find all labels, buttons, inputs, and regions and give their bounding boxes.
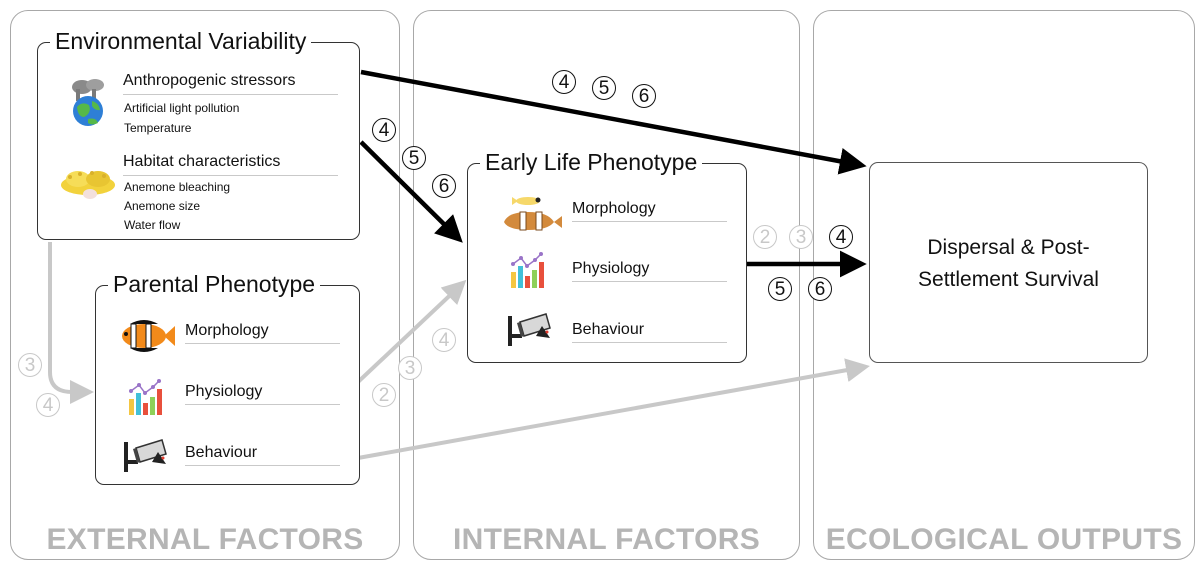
larval-fish-icon bbox=[498, 192, 564, 237]
number-badge: 5 bbox=[768, 277, 792, 301]
divider bbox=[572, 281, 727, 282]
camera-icon bbox=[122, 436, 168, 481]
number-badge: 5 bbox=[592, 76, 616, 100]
habitat-item: Water flow bbox=[124, 218, 181, 232]
number-badge: 6 bbox=[632, 84, 656, 108]
camera-icon bbox=[506, 310, 552, 355]
polluted-earth-icon bbox=[62, 77, 114, 134]
habitat-item: Anemone bleaching bbox=[124, 180, 231, 194]
bar-chart-icon bbox=[126, 379, 166, 422]
number-badge: 6 bbox=[808, 277, 832, 301]
stressor-item: Artificial light pollution bbox=[124, 101, 240, 115]
external-factors-label: EXTERNAL FACTORS bbox=[46, 523, 364, 556]
divider bbox=[572, 221, 727, 222]
environmental-variability-title: Environmental Variability bbox=[50, 28, 312, 54]
divider bbox=[572, 342, 727, 343]
early-item-morphology: Morphology bbox=[572, 200, 656, 217]
number-badge: 3 bbox=[398, 356, 422, 380]
parental-item-physiology: Physiology bbox=[185, 383, 263, 400]
outcome-line-1: Dispersal & Post- bbox=[927, 236, 1090, 259]
parental-phenotype-box: Parental Phenotype Morphology Phy bbox=[95, 271, 360, 485]
early-item-behaviour: Behaviour bbox=[572, 321, 645, 338]
stressor-item: Temperature bbox=[124, 121, 192, 135]
early-life-phenotype-title: Early Life Phenotype bbox=[480, 149, 703, 175]
environmental-variability-box: Environmental Variability Anthropogenic … bbox=[37, 28, 360, 240]
divider bbox=[123, 175, 338, 176]
ecological-outputs-label: ECOLOGICAL OUTPUTS bbox=[825, 523, 1183, 556]
number-badge: 4 bbox=[552, 70, 576, 94]
outcome-line-2: Settlement Survival bbox=[918, 268, 1099, 291]
divider bbox=[123, 94, 338, 95]
number-badge: 4 bbox=[36, 393, 60, 417]
number-badge: 3 bbox=[18, 353, 42, 377]
number-badge: 6 bbox=[432, 174, 456, 198]
number-badge: 5 bbox=[402, 146, 426, 170]
internal-factors-label: INTERNAL FACTORS bbox=[452, 523, 761, 556]
divider bbox=[185, 343, 340, 344]
habitat-item: Anemone size bbox=[124, 199, 201, 213]
anthropogenic-stressors-title: Anthropogenic stressors bbox=[123, 72, 296, 89]
anemone-icon bbox=[58, 161, 118, 206]
number-badge: 2 bbox=[753, 225, 777, 249]
habitat-characteristics-title: Habitat characteristics bbox=[123, 153, 281, 170]
number-badge: 3 bbox=[789, 225, 813, 249]
parental-phenotype-title: Parental Phenotype bbox=[108, 271, 321, 297]
dispersal-survival-box: Dispersal & Post- Settlement Survival bbox=[869, 162, 1148, 363]
divider bbox=[185, 404, 340, 405]
early-life-phenotype-box: Early Life Phenotype Morphology P bbox=[467, 149, 747, 363]
number-badge: 4 bbox=[372, 118, 396, 142]
parental-item-behaviour: Behaviour bbox=[185, 444, 258, 461]
number-badge: 2 bbox=[372, 383, 396, 407]
number-badge: 4 bbox=[829, 225, 853, 249]
early-item-physiology: Physiology bbox=[572, 260, 650, 277]
divider bbox=[185, 465, 340, 466]
bar-chart-icon bbox=[508, 252, 548, 295]
number-badge: 4 bbox=[432, 328, 456, 352]
parental-item-morphology: Morphology bbox=[185, 322, 269, 339]
clownfish-icon bbox=[116, 316, 176, 361]
